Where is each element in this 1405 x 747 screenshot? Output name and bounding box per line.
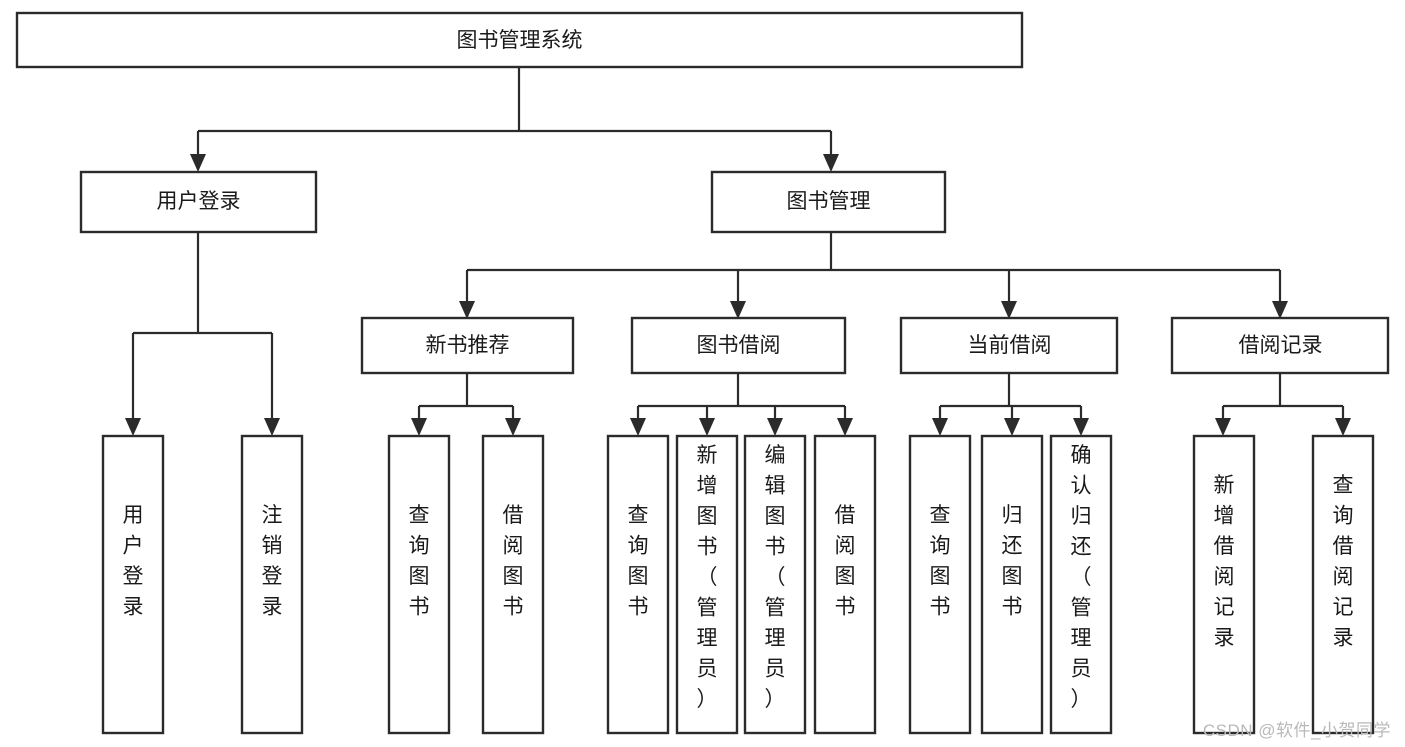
node-leaf-add-book[interactable]: 新增图书（管理员）: [675, 434, 739, 735]
node-leaf-borrow-book-1-label: 借阅图书: [503, 504, 524, 619]
node-book-borrow[interactable]: 图书借阅: [630, 316, 847, 375]
node-leaf-confirm-return-box[interactable]: [1049, 434, 1113, 735]
node-leaf-borrow-book-2-box[interactable]: [813, 434, 877, 735]
arrowhead-user-login: [190, 154, 206, 172]
node-leaf-add-book-box[interactable]: [675, 434, 739, 735]
arrowhead-leaf-logout: [264, 418, 280, 436]
arrowhead-leaf-edit-book: [767, 418, 783, 436]
node-leaf-logout-label: 注销登录: [262, 504, 283, 619]
node-leaf-query-book-1-label: 查询图书: [409, 504, 430, 619]
node-leaf-confirm-return-label: 确认归还（管理员）: [1071, 444, 1092, 711]
node-leaf-user-login-label: 用户登录: [123, 504, 144, 619]
node-leaf-query-book-1[interactable]: 查询图书: [387, 434, 451, 735]
node-current-borrow[interactable]: 当前借阅: [899, 316, 1119, 375]
node-book-manage-label: 图书管理: [787, 190, 871, 213]
node-leaf-edit-book-box[interactable]: [743, 434, 807, 735]
arrowhead-leaf-query-record: [1335, 418, 1351, 436]
node-book-borrow-box[interactable]: [630, 316, 847, 375]
node-leaf-logout-box[interactable]: [240, 434, 304, 735]
node-leaf-borrow-book-2-label: 借阅图书: [835, 504, 856, 619]
node-user-login[interactable]: 用户登录: [79, 170, 318, 234]
arrowhead-current-borrow: [1001, 301, 1017, 319]
node-current-borrow-box[interactable]: [899, 316, 1119, 375]
node-leaf-query-book-3-box[interactable]: [908, 434, 972, 735]
node-leaf-logout[interactable]: 注销登录: [240, 434, 304, 735]
arrowhead-leaf-add-book: [699, 418, 715, 436]
node-current-borrow-label: 当前借阅: [968, 334, 1052, 357]
arrowhead-book-manage: [823, 154, 839, 172]
node-leaf-return-book-box[interactable]: [980, 434, 1044, 735]
node-user-login-label: 用户登录: [157, 190, 241, 213]
arrowhead-leaf-borrow-book-2: [837, 418, 853, 436]
node-leaf-query-book-2-box[interactable]: [606, 434, 670, 735]
node-book-manage[interactable]: 图书管理: [710, 170, 947, 234]
node-borrow-record[interactable]: 借阅记录: [1170, 316, 1390, 375]
node-leaf-query-book-3[interactable]: 查询图书: [908, 434, 972, 735]
node-leaf-borrow-book-2[interactable]: 借阅图书: [813, 434, 877, 735]
node-leaf-edit-book[interactable]: 编辑图书（管理员）: [743, 434, 807, 735]
arrowhead-book-borrow: [730, 301, 746, 319]
arrowhead-leaf-user-login: [125, 418, 141, 436]
node-leaf-user-login-box[interactable]: [101, 434, 165, 735]
node-root[interactable]: 图书管理系统: [15, 11, 1024, 69]
node-leaf-borrow-book-1[interactable]: 借阅图书: [481, 434, 545, 735]
node-book-manage-box[interactable]: [710, 170, 947, 234]
arrowhead-borrow-record: [1272, 301, 1288, 319]
node-leaf-confirm-return[interactable]: 确认归还（管理员）: [1049, 434, 1113, 735]
node-leaf-query-book-2[interactable]: 查询图书: [606, 434, 670, 735]
node-leaf-query-book-1-box[interactable]: [387, 434, 451, 735]
node-new-book-rec-box[interactable]: [360, 316, 575, 375]
arrowhead-leaf-query-book-2: [630, 418, 646, 436]
node-new-book-rec[interactable]: 新书推荐: [360, 316, 575, 375]
connector-layer: [125, 67, 1351, 436]
node-leaf-add-record-box[interactable]: [1192, 434, 1256, 735]
node-leaf-user-login[interactable]: 用户登录: [101, 434, 165, 735]
node-leaf-add-book-label: 新增图书（管理员）: [697, 444, 718, 711]
node-leaf-return-book[interactable]: 归还图书: [980, 434, 1044, 735]
node-leaf-borrow-book-1-box[interactable]: [481, 434, 545, 735]
node-leaf-edit-book-label: 编辑图书（管理员）: [765, 444, 786, 711]
arrowhead-leaf-confirm-return: [1073, 418, 1089, 436]
node-leaf-query-record[interactable]: 查询借阅记录: [1311, 434, 1375, 735]
node-user-login-box[interactable]: [79, 170, 318, 234]
arrowhead-leaf-borrow-book-1: [505, 418, 521, 436]
node-leaf-query-book-2-label: 查询图书: [628, 504, 649, 619]
node-leaf-query-record-label: 查询借阅记录: [1333, 474, 1354, 650]
node-root-box[interactable]: [15, 11, 1024, 69]
arrowhead-leaf-query-book-3: [932, 418, 948, 436]
arrowhead-leaf-query-book-1: [411, 418, 427, 436]
node-book-borrow-label: 图书借阅: [697, 334, 781, 357]
node-borrow-record-label: 借阅记录: [1239, 334, 1323, 357]
arrowhead-new-book-rec: [459, 301, 475, 319]
node-leaf-query-book-3-label: 查询图书: [930, 504, 951, 619]
node-root-label: 图书管理系统: [457, 29, 583, 52]
node-borrow-record-box[interactable]: [1170, 316, 1390, 375]
node-leaf-return-book-label: 归还图书: [1002, 504, 1023, 619]
arrowhead-leaf-return-book: [1004, 418, 1020, 436]
node-leaf-query-record-box[interactable]: [1311, 434, 1375, 735]
node-leaf-add-record[interactable]: 新增借阅记录: [1192, 434, 1256, 735]
node-new-book-rec-label: 新书推荐: [426, 334, 510, 357]
arrowhead-leaf-add-record: [1215, 418, 1231, 436]
node-leaf-add-record-label: 新增借阅记录: [1214, 474, 1235, 650]
